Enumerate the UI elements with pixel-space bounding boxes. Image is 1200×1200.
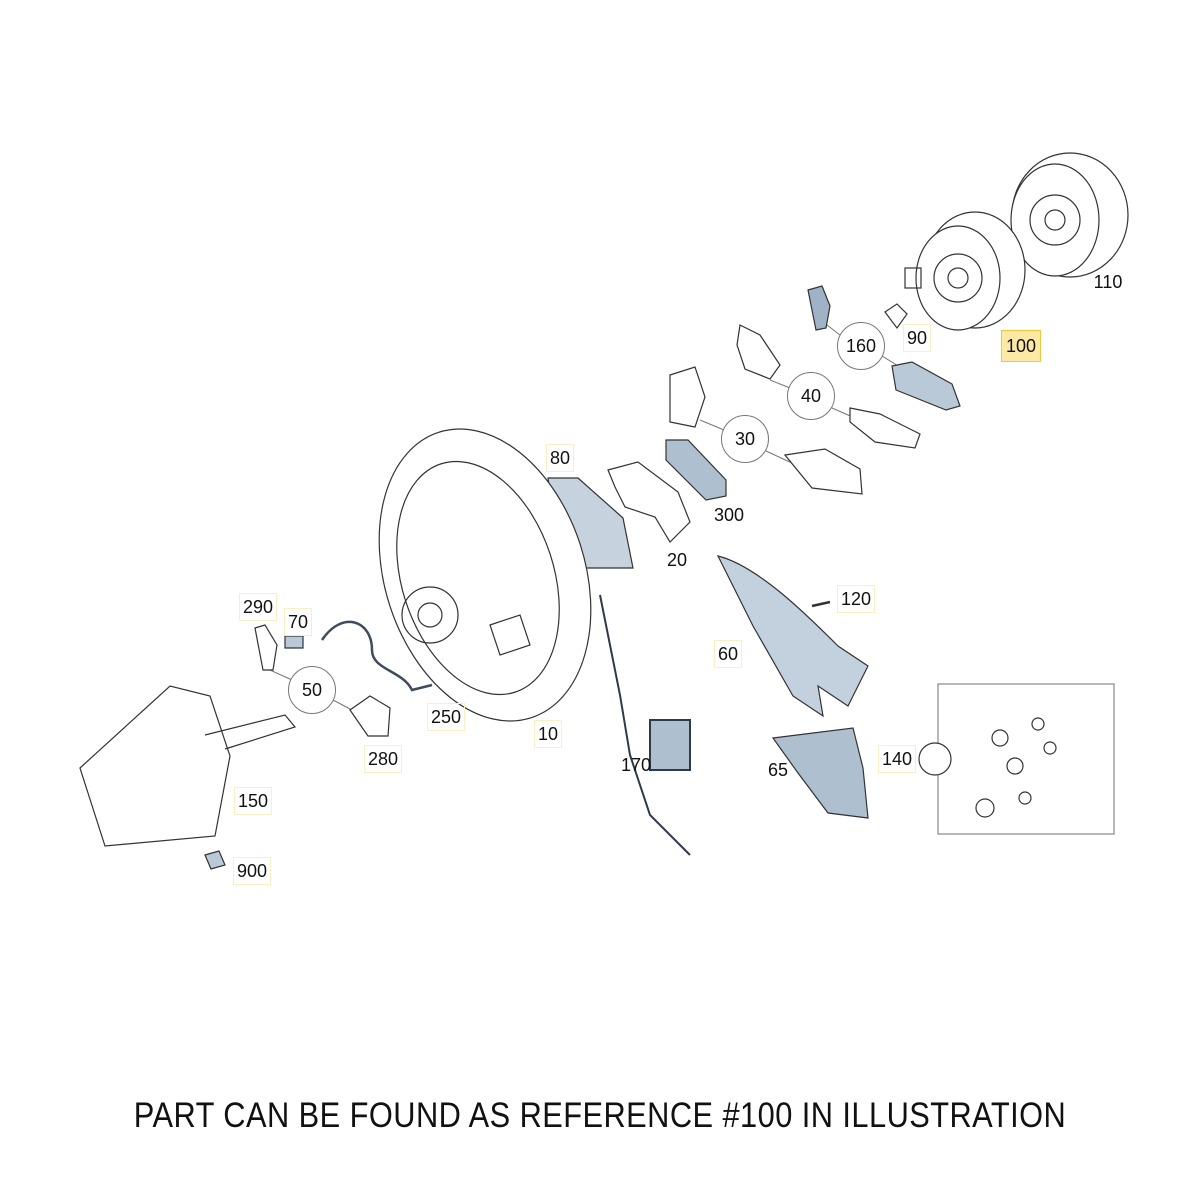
label-280: 280	[363, 745, 403, 773]
part-110-housing	[1010, 152, 1129, 278]
label-60: 60	[713, 640, 743, 668]
part-30-upper	[669, 366, 706, 428]
label-10: 10	[533, 720, 563, 748]
label-80: 80	[545, 444, 575, 472]
callout-40: 40	[787, 372, 835, 420]
part-100-airbag-module	[904, 211, 1026, 331]
label-250: 250	[426, 703, 466, 731]
part-70-bolt	[284, 635, 304, 649]
part-280	[349, 695, 391, 737]
callout-50: 50	[288, 666, 336, 714]
label-90: 90	[902, 324, 932, 352]
leader-lines	[269, 324, 901, 711]
part-65	[771, 727, 869, 819]
label-65: 65	[767, 760, 789, 780]
part-300	[665, 439, 727, 501]
label-110: 110	[1093, 272, 1123, 292]
part-40-upper	[736, 324, 781, 380]
part-150-column-cover	[79, 685, 297, 847]
part-250-harness	[320, 620, 433, 692]
part-switch-blue	[891, 361, 961, 411]
label-900: 900	[232, 857, 272, 885]
reference-caption: PART CAN BE FOUND AS REFERENCE #100 IN I…	[133, 1096, 1067, 1135]
part-60	[716, 555, 869, 718]
part-900	[204, 850, 226, 870]
part-90	[884, 303, 908, 330]
label-170: 170	[620, 755, 652, 775]
label-70: 70	[283, 608, 313, 636]
part-40-lower	[849, 407, 921, 449]
label-120: 120	[836, 585, 876, 613]
part-10-steering-wheel	[378, 428, 592, 722]
label-300: 300	[713, 505, 745, 525]
label-140: 140	[877, 745, 917, 773]
label-290: 290	[238, 593, 278, 621]
part-120-screw	[811, 600, 831, 608]
part-20	[607, 461, 691, 543]
part-140-kit	[918, 683, 1115, 835]
callout-160: 160	[837, 322, 885, 370]
part-170-cable	[599, 594, 691, 856]
callout-30: 30	[721, 415, 769, 463]
label-100-highlighted: 100	[1000, 330, 1042, 362]
part-160	[807, 285, 831, 331]
label-150: 150	[233, 787, 273, 815]
label-20: 20	[666, 550, 688, 570]
part-290	[254, 624, 278, 671]
part-30-lower	[783, 448, 863, 495]
